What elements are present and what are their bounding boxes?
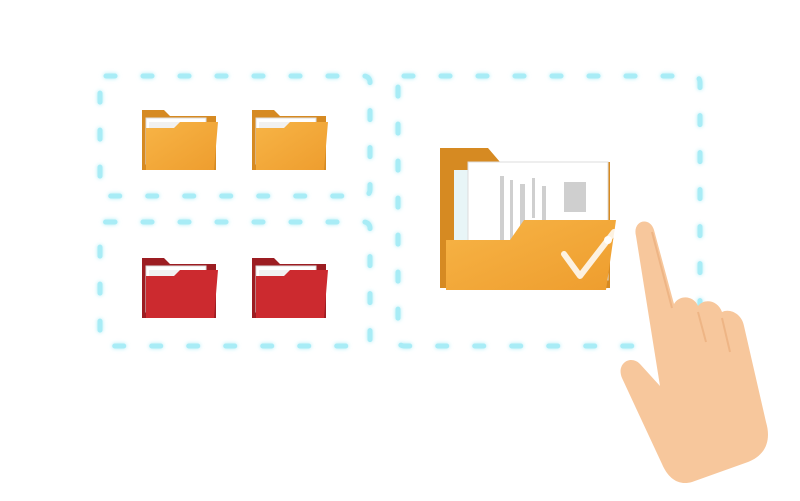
selection-box-right[interactable] [395,73,703,349]
selection-box-bottom-left[interactable] [97,219,373,349]
folder-icon[interactable] [252,258,328,318]
pointing-hand-icon [620,221,768,484]
selected-folder-icon[interactable] [440,148,617,290]
folder-icon[interactable] [142,258,218,318]
folder-icon[interactable] [252,110,328,170]
checkmark-icon [561,229,617,279]
folder-icon[interactable] [142,110,218,170]
selection-box-top-left[interactable] [97,73,373,199]
